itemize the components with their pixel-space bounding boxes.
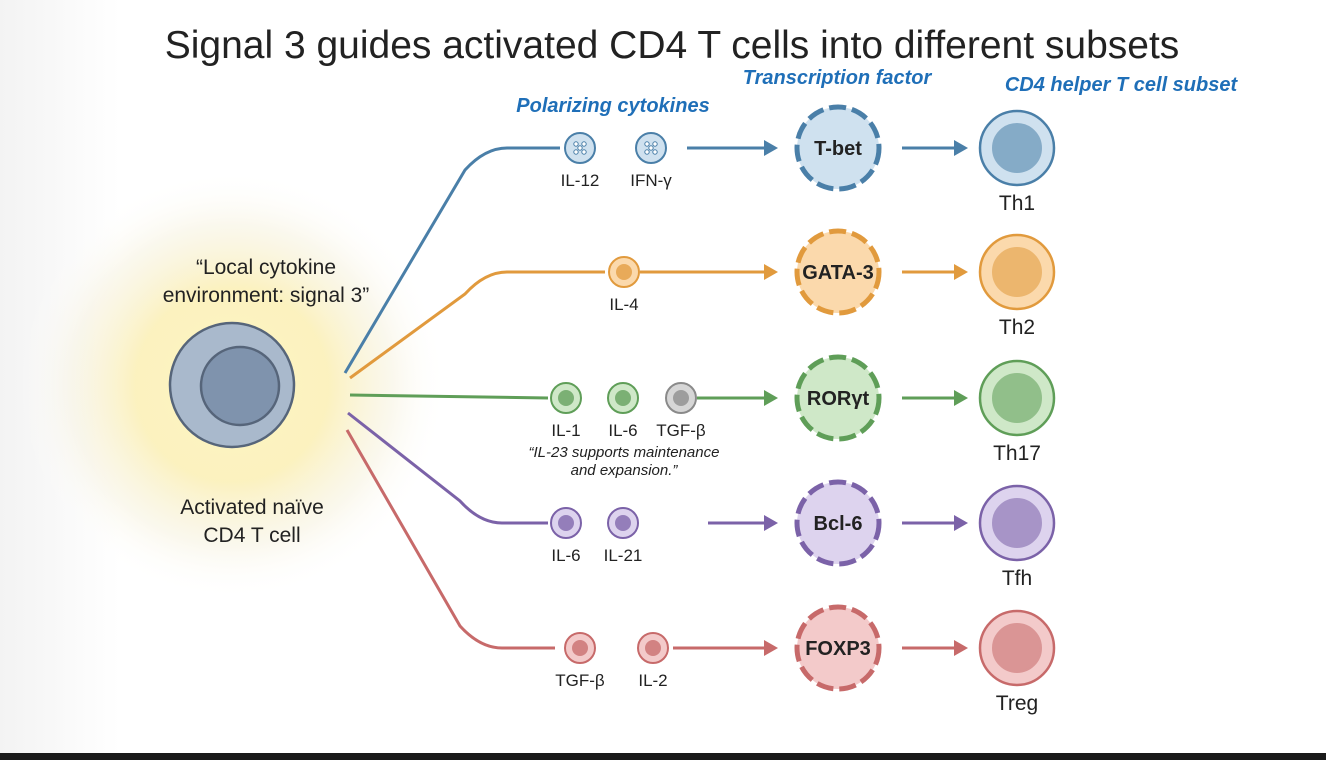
- cytokine-granule-th1-1-4: [648, 145, 654, 151]
- cytokine-core-tfh-1: [615, 515, 631, 531]
- branch-line-th17: [349, 393, 549, 400]
- cytokine-core-th17-0: [558, 390, 574, 406]
- tf-label-th1: T-bet: [814, 138, 862, 160]
- cytokine-label-th1-1: IFN-γ: [630, 171, 672, 190]
- cytokine-core-treg-1: [645, 640, 661, 656]
- tf-label-tfh: Bcl-6: [814, 513, 863, 535]
- subset-nucleus-th2: [992, 247, 1042, 297]
- cytokine-label-th2-0: IL-4: [609, 295, 638, 314]
- pathway-branches: [343, 146, 605, 650]
- cytokine-granule-th1-0-1: [581, 141, 587, 147]
- arrow-to-subset-th1-head: [954, 140, 968, 156]
- th17-note-line1: “IL-23 supports maintenance: [529, 444, 720, 461]
- bottom-border: [0, 753, 1326, 760]
- arrow-to-subset-th17: [902, 390, 968, 406]
- subset-nucleus-tfh: [992, 498, 1042, 548]
- cytokine-core-th17-1: [615, 390, 631, 406]
- subset-label-treg: Treg: [996, 692, 1038, 715]
- tf-label-treg: FOXP3: [805, 638, 871, 660]
- cytokine-core-treg-0: [572, 640, 588, 656]
- arrow-to-tf-th2-head: [764, 264, 778, 280]
- tf-ring-th1: [794, 104, 882, 192]
- tf-label-th17: RORγt: [807, 388, 870, 410]
- header-transcription-factor: Transcription factor: [743, 67, 933, 89]
- arrow-to-tf-tfh-head: [764, 515, 778, 531]
- cytokine-label-tfh-1: IL-21: [604, 546, 643, 565]
- environment-label-line1: “Local cytokine: [196, 256, 336, 279]
- arrow-to-subset-treg: [902, 640, 968, 656]
- cytokine-granule-th1-1-2: [644, 149, 650, 155]
- arrow-to-tf-treg: [673, 640, 778, 656]
- arrow-to-subset-th1: [902, 140, 968, 156]
- naive-cell-label-line1: Activated naïve: [180, 496, 324, 519]
- branch-line-th2: [349, 270, 605, 380]
- arrow-to-subset-tfh: [902, 515, 968, 531]
- arrow-to-subset-tfh-head: [954, 515, 968, 531]
- arrow-to-subset-th2-head: [954, 264, 968, 280]
- pathway-row-th17: IL-1 IL-6 TGF-β “IL-23 supports maintenance…: [529, 354, 1056, 479]
- naive-cd4-t-cell-nucleus: [199, 345, 281, 427]
- tf-ring-treg: [794, 604, 882, 692]
- subset-nucleus-th17: [992, 373, 1042, 423]
- cytokine-granule-th1-0-0: [573, 141, 579, 147]
- arrow-to-subset-th2: [902, 264, 968, 280]
- cytokine-granule-th1-0-2: [573, 149, 579, 155]
- cytokine-granule-th1-1-1: [652, 141, 658, 147]
- page-title: Signal 3 guides activated CD4 T cells in…: [165, 24, 1180, 67]
- subset-label-th1: Th1: [999, 192, 1035, 215]
- th17-note-line2: and expansion.”: [571, 462, 679, 479]
- arrow-to-tf-tfh: [708, 515, 778, 531]
- cytokine-label-th17-0: IL-1: [551, 421, 580, 440]
- branch-line-tfh: [347, 411, 548, 525]
- cytokine-label-treg-0: TGF-β: [555, 671, 605, 690]
- subset-label-tfh: Tfh: [1002, 567, 1032, 590]
- header-cd4-subset: CD4 helper T cell subset: [1005, 74, 1239, 96]
- cytokine-label-th17-1: IL-6: [608, 421, 637, 440]
- cytokine-core-th17-2: [673, 390, 689, 406]
- cytokine-core-tfh-0: [558, 515, 574, 531]
- cytokine-core-th2-0: [616, 264, 632, 280]
- arrow-to-tf-th1: [687, 140, 778, 156]
- naive-cell-label-line2: CD4 T cell: [203, 524, 300, 547]
- cytokine-label-tfh-0: IL-6: [551, 546, 580, 565]
- tf-label-th2: GATA-3: [802, 262, 873, 284]
- cytokine-granule-th1-1-0: [644, 141, 650, 147]
- subset-label-th17: Th17: [993, 442, 1041, 465]
- arrow-to-tf-th17-head: [764, 390, 778, 406]
- cytokine-label-th17-2: TGF-β: [656, 421, 706, 440]
- cytokine-granule-th1-0-3: [581, 149, 587, 155]
- arrow-to-tf-th2: [640, 264, 778, 280]
- tf-ring-th17: [794, 354, 882, 442]
- subset-label-th2: Th2: [999, 316, 1035, 339]
- branch-line-treg: [345, 429, 555, 650]
- tf-ring-tfh: [794, 479, 882, 567]
- cytokine-granule-th1-0-4: [577, 145, 583, 151]
- cytokine-granule-th1-1-3: [652, 149, 658, 155]
- subset-nucleus-th1: [992, 123, 1042, 173]
- arrow-to-subset-th17-head: [954, 390, 968, 406]
- arrow-to-subset-treg-head: [954, 640, 968, 656]
- arrow-to-tf-th17: [697, 390, 778, 406]
- tf-ring-th2: [794, 228, 882, 316]
- cytokine-label-th1-0: IL-12: [561, 171, 600, 190]
- arrow-to-tf-th1-head: [764, 140, 778, 156]
- cytokine-label-treg-1: IL-2: [638, 671, 667, 690]
- branch-line-th1: [343, 146, 560, 374]
- environment-label-line2: environment: signal 3”: [163, 284, 370, 307]
- arrow-to-tf-treg-head: [764, 640, 778, 656]
- header-polarizing-cytokines: Polarizing cytokines: [516, 95, 709, 117]
- subset-nucleus-treg: [992, 623, 1042, 673]
